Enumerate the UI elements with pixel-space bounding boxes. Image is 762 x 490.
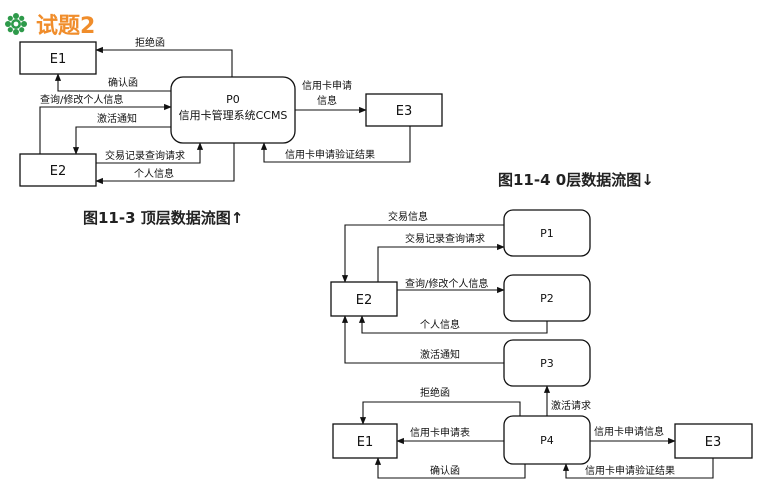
top-node-e2: E2 bbox=[19, 153, 97, 187]
top-node-e3: E3 bbox=[365, 93, 443, 127]
top-p0-id: P0 bbox=[226, 93, 240, 106]
top-e1-label: E1 bbox=[50, 52, 67, 67]
l0-node-e2: E2 bbox=[330, 281, 398, 317]
l0-label-card-apply-form: 信用卡申请表 bbox=[410, 426, 470, 439]
l0-p3-label: P3 bbox=[540, 357, 554, 370]
level0-caption: 图11-4 0层数据流图↓ bbox=[498, 171, 654, 189]
l0-label-txn-query: 交易记录查询请求 bbox=[405, 232, 485, 245]
l0-p2-label: P2 bbox=[540, 292, 554, 305]
top-e3-label: E3 bbox=[396, 104, 413, 119]
top-edge-reject bbox=[95, 46, 233, 77]
top-label-confirm: 确认函 bbox=[108, 76, 138, 89]
l0-p1-label: P1 bbox=[540, 227, 554, 240]
top-label-card-apply-1: 信用卡申请 bbox=[302, 79, 352, 92]
top-label-reject: 拒绝函 bbox=[135, 36, 165, 49]
top-edge-confirm bbox=[54, 73, 171, 92]
l0-label-activate-request: 激活请求 bbox=[551, 399, 591, 412]
l0-node-e3: E3 bbox=[674, 423, 753, 459]
header: 试题2 bbox=[4, 4, 95, 44]
top-label-query-modify: 查询/修改个人信息 bbox=[40, 93, 123, 106]
l0-edge-txn-query bbox=[377, 243, 505, 282]
l0-label-activate-notice: 激活通知 bbox=[420, 348, 460, 361]
l0-edge-activate-notice bbox=[341, 315, 504, 364]
flower-icon bbox=[5, 13, 27, 35]
l0-node-p1: P1 bbox=[503, 209, 591, 257]
top-node-e1: E1 bbox=[19, 41, 97, 75]
l0-node-e1: E1 bbox=[332, 423, 398, 459]
l0-label-reject: 拒绝函 bbox=[420, 386, 450, 399]
l0-edge-verify-result bbox=[562, 458, 714, 479]
top-caption: 图11-3 顶层数据流图↑ bbox=[83, 209, 243, 227]
top-edge-txn-query bbox=[96, 142, 204, 164]
l0-node-p3: P3 bbox=[503, 339, 591, 387]
l0-e2-label: E2 bbox=[356, 293, 373, 308]
top-level-diagram: E1 E2 P0 信用卡管理系统CCMS E3 拒绝函 确认函 查询/修改个人信… bbox=[19, 36, 443, 227]
l0-node-p2: P2 bbox=[503, 274, 591, 322]
top-e2-label: E2 bbox=[50, 164, 67, 179]
l0-edge-reject bbox=[359, 401, 521, 425]
l0-label-query-modify: 查询/修改个人信息 bbox=[405, 277, 488, 290]
top-edge-query-modify bbox=[39, 103, 172, 154]
top-edge-personal-info bbox=[95, 143, 235, 185]
l0-e3-label: E3 bbox=[705, 435, 722, 450]
top-label-verify-result: 信用卡申请验证结果 bbox=[285, 148, 375, 161]
top-label-activate: 激活通知 bbox=[97, 112, 137, 125]
top-label-personal-info: 个人信息 bbox=[134, 167, 174, 180]
top-label-txn-query: 交易记录查询请求 bbox=[105, 149, 185, 162]
l0-node-p4: P4 bbox=[503, 415, 591, 465]
l0-p4-label: P4 bbox=[540, 434, 554, 447]
l0-label-personal-info: 个人信息 bbox=[420, 318, 460, 331]
l0-label-confirm: 确认函 bbox=[430, 464, 460, 477]
top-label-card-apply-2: 信息 bbox=[317, 94, 337, 107]
l0-label-card-apply-info: 信用卡申请信息 bbox=[594, 425, 664, 438]
l0-e1-label: E1 bbox=[357, 435, 374, 450]
page-title: 试题2 bbox=[36, 14, 96, 39]
l0-edge-personal-info bbox=[358, 315, 548, 334]
top-node-p0: P0 信用卡管理系统CCMS bbox=[170, 76, 296, 144]
top-p0-name: 信用卡管理系统CCMS bbox=[179, 108, 288, 122]
l0-edge-confirm bbox=[374, 457, 526, 479]
top-edge-activate bbox=[72, 126, 171, 155]
level0-diagram: 图11-4 0层数据流图↓ P1 P2 P3 P4 E2 E1 E3 bbox=[330, 171, 753, 479]
top-edge-verify-result bbox=[260, 126, 411, 163]
l0-label-verify-result: 信用卡申请验证结果 bbox=[585, 464, 675, 477]
l0-edge-txn-info bbox=[341, 224, 504, 283]
l0-label-txn-info: 交易信息 bbox=[388, 210, 428, 223]
